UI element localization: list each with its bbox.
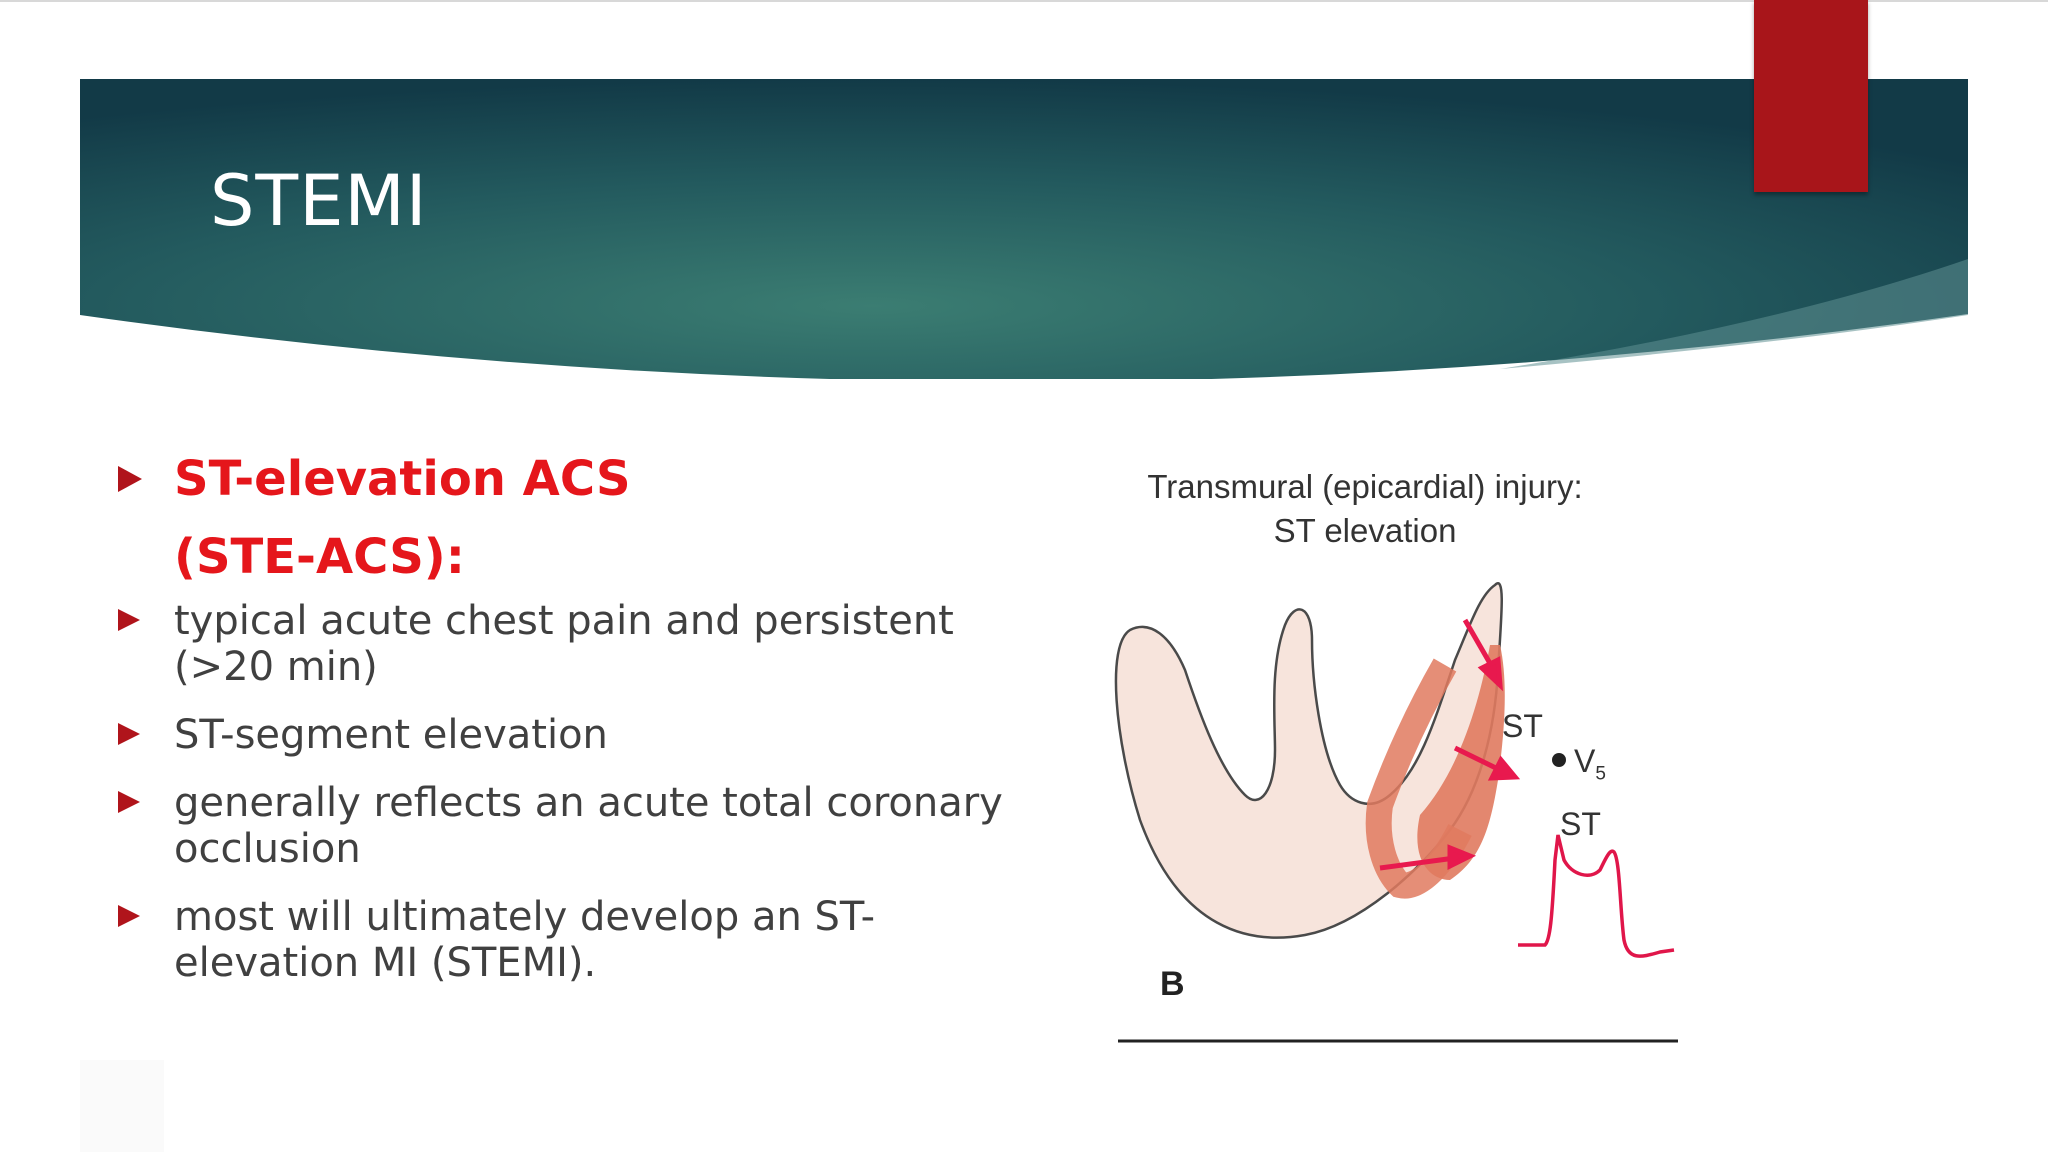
myocardium-shape [1114, 582, 1503, 939]
heart-diagram [1114, 582, 1678, 1043]
injury-region [1417, 645, 1505, 880]
ecg-trace-icon [1518, 834, 1675, 958]
caption-line-1: Transmural (epicardial) injury: [1147, 468, 1583, 505]
bullet-list: ST-elevation ACS (STE-ACS): typical acut… [116, 440, 1016, 1008]
heading-line-1: ST-elevation ACS [174, 451, 631, 507]
bullet-arrow-icon [118, 466, 142, 492]
list-item: generally reflects an acute total corona… [116, 780, 1016, 872]
slide-title: STEMI [210, 160, 428, 242]
list-item-text: generally reflects an acute total corona… [174, 780, 1003, 872]
injury-arrows [1379, 618, 1521, 871]
figure-caption: Transmural (epicardial) injury: ST eleva… [1100, 465, 1630, 553]
bullet-arrow-icon [118, 609, 140, 631]
top-rule [0, 0, 2048, 2]
st-label-top: ST [1502, 708, 1543, 744]
heading-bullet: ST-elevation ACS (STE-ACS): [116, 440, 1016, 596]
lead-label: V5 [1574, 743, 1606, 785]
caption-line-2: ST elevation [1273, 512, 1457, 549]
footer-shade [80, 1060, 164, 1152]
lead-label-subscript: 5 [1595, 763, 1606, 785]
list-item: typical acute chest pain and persistent … [116, 598, 1016, 690]
title-banner [80, 79, 1968, 379]
bullet-arrow-icon [118, 791, 140, 813]
electrode-dot [1552, 753, 1566, 767]
bullet-arrow-icon [118, 723, 140, 745]
list-item-text: typical acute chest pain and persistent … [174, 598, 954, 690]
lead-label-letter: V [1574, 743, 1596, 779]
list-item-text: ST-segment elevation [174, 712, 608, 758]
list-item-text: most will ultimately develop an ST-eleva… [174, 894, 876, 986]
list-item: most will ultimately develop an ST-eleva… [116, 894, 1016, 986]
heading-line-2: (STE-ACS): [174, 529, 465, 585]
list-item: ST-segment elevation [116, 712, 1016, 758]
accent-tab [1754, 0, 1868, 192]
ecg-injury-figure: Transmural (epicardial) injury: ST eleva… [1100, 440, 1700, 1060]
st-label-wave: ST [1560, 806, 1601, 842]
panel-letter: B [1160, 965, 1185, 1003]
bullet-arrow-icon [118, 905, 140, 927]
